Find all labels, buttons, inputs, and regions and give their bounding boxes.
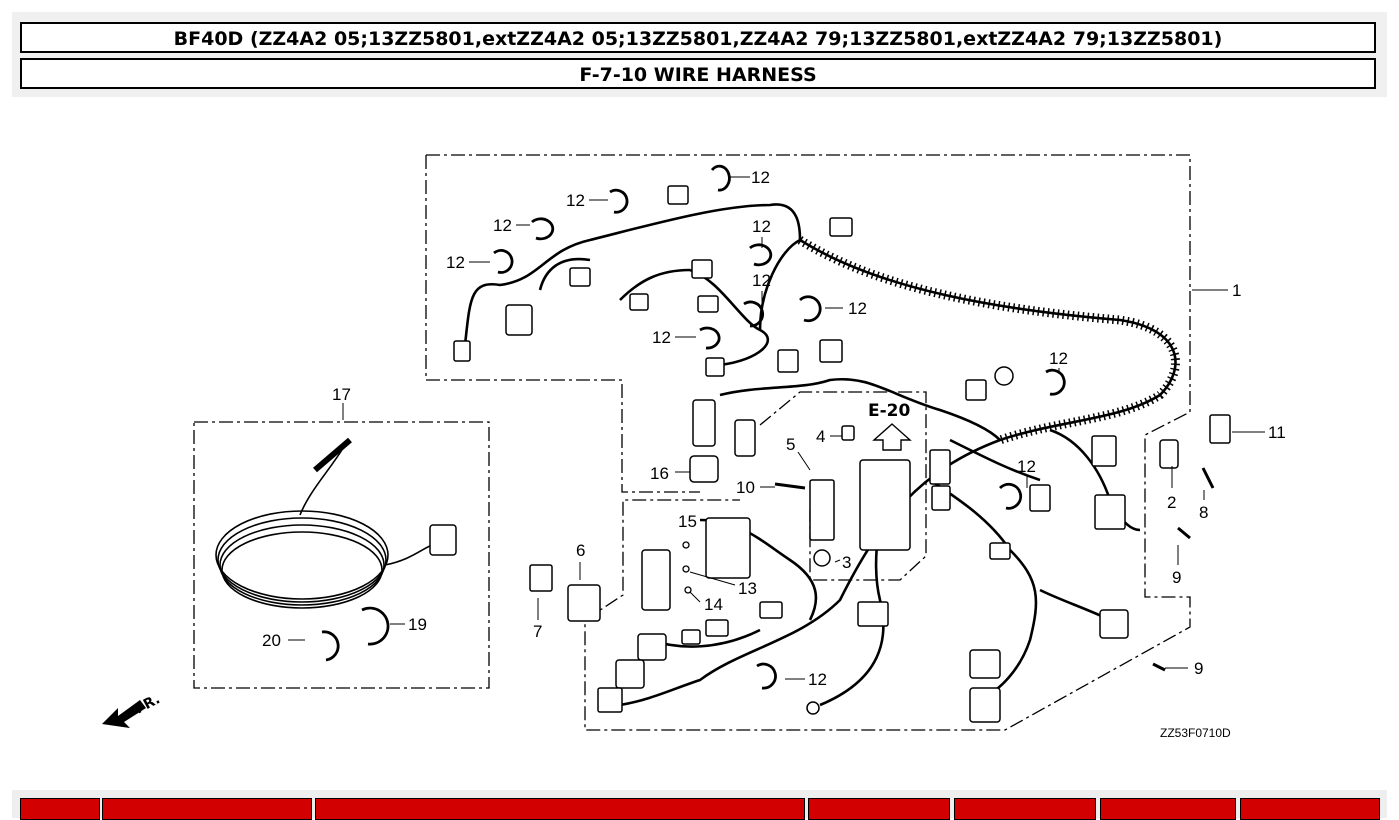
callout-4: 4	[816, 427, 825, 446]
callout-14: 14	[704, 595, 723, 614]
cable-boundary	[193, 421, 490, 689]
callout-12-i: 12	[1049, 349, 1068, 368]
callout-5: 5	[786, 435, 795, 454]
section-title: F-7-10 WIRE HARNESS	[20, 58, 1376, 89]
callout-11: 11	[1268, 423, 1286, 442]
harness-boundary	[425, 154, 1191, 731]
callout-13: 13	[738, 579, 757, 598]
reference-label: E-20	[868, 401, 910, 421]
ecu-boundary	[759, 391, 927, 581]
table-col-6	[1100, 798, 1236, 820]
callout-12-e: 12	[752, 217, 771, 236]
callout-2: 2	[1167, 493, 1176, 512]
callout-3: 3	[842, 553, 851, 572]
sensor-connector	[429, 524, 457, 556]
table-col-5	[954, 798, 1096, 820]
callout-15: 15	[678, 512, 697, 531]
callout-6: 6	[576, 541, 585, 560]
callout-20: 20	[262, 631, 281, 650]
callout-8: 8	[1199, 503, 1208, 522]
parts-table-header	[12, 790, 1387, 820]
callout-12-k: 12	[808, 670, 827, 689]
callout-12-j: 12	[1017, 457, 1036, 476]
connectors	[453, 185, 1231, 723]
front-arrow-icon: FR.	[102, 691, 163, 728]
callout-17: 17	[332, 385, 351, 404]
callout-12-f: 12	[752, 271, 771, 290]
model-title: BF40D (ZZ4A2 05;13ZZ5801,extZZ4A2 05;13Z…	[20, 22, 1376, 53]
callout-labels: 1 2 3 4 5 6 7 8 9 9 10 11 12 12 12 12 12…	[262, 168, 1286, 689]
corrugated-tube	[797, 236, 1180, 445]
callout-19: 19	[408, 615, 427, 634]
callout-12-h: 12	[652, 328, 671, 347]
drawing-code: ZZ53F0710D	[1160, 726, 1231, 740]
callout-12-b: 12	[566, 191, 585, 210]
table-col-1	[20, 798, 100, 820]
wire-harness-diagram: E-20	[102, 154, 1286, 740]
leader-lines	[288, 176, 1265, 680]
callout-16: 16	[650, 464, 669, 483]
clips	[321, 164, 1066, 690]
callout-10: 10	[736, 478, 755, 497]
callout-12-c: 12	[493, 216, 512, 235]
front-label: FR.	[132, 691, 162, 717]
callout-1: 1	[1232, 281, 1241, 300]
table-col-7	[1240, 798, 1380, 820]
sensor-probe	[313, 437, 352, 473]
reference-arrow-icon	[872, 423, 912, 451]
callout-12-a: 12	[751, 168, 770, 187]
table-col-4	[808, 798, 950, 820]
callout-12-g: 12	[848, 299, 867, 318]
table-col-2	[102, 798, 312, 820]
callout-7: 7	[533, 622, 542, 641]
sensor-cable-coil	[215, 444, 433, 609]
callout-9a: 9	[1172, 568, 1181, 587]
small-parts	[682, 467, 1215, 672]
header-panel: BF40D (ZZ4A2 05;13ZZ5801,extZZ4A2 05;13Z…	[12, 12, 1387, 97]
callout-9b: 9	[1194, 659, 1203, 678]
table-col-3	[315, 798, 805, 820]
callout-12-d: 12	[446, 253, 465, 272]
